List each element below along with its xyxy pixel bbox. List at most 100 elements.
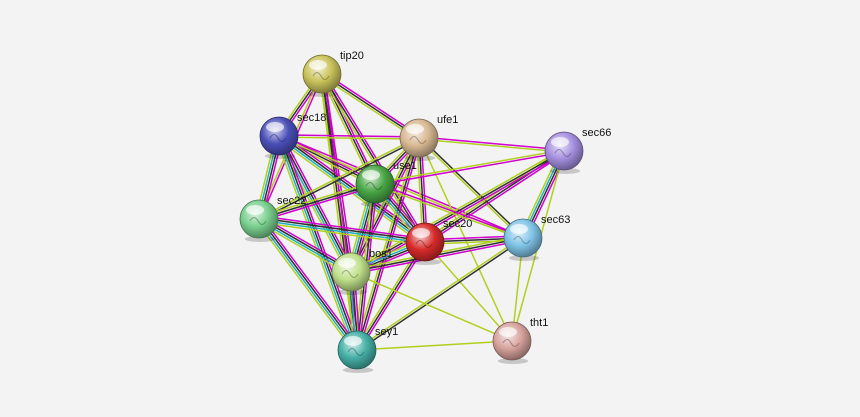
edge-sec66-use1 [374,149,565,186]
node-sec66[interactable]: sec66 [544,127,611,174]
node-label-use1: use1 [393,160,417,172]
edge-evidence-line [358,137,422,352]
edge-evidence-line [354,136,418,351]
node-shadow [336,289,368,295]
edge-use1-sec63 [373,182,525,240]
edge-sec22-sec20 [257,214,427,247]
edge-evidence-line [355,236,524,350]
structure-icon [249,217,267,225]
edge-evidence-line [259,217,359,351]
node-highlight [406,124,424,134]
node-label-bos1: bos1 [369,248,393,260]
edge-evidence-line [320,75,419,141]
node-highlight [499,327,517,337]
node-shadow [549,168,581,174]
node-highlight [266,122,284,132]
edge-evidence-line [258,217,426,242]
edge-evidence-line [258,183,376,220]
edge-sec22-sey1 [255,216,361,353]
edge-evidence-line [321,73,426,243]
node-bos1[interactable]: bos1 [331,248,393,295]
edge-evidence-line [350,271,513,342]
edge-sey1-tht1 [356,340,513,351]
edge-evidence-line [374,182,525,238]
edge-evidence-line [350,239,525,275]
structure-icon [341,270,359,278]
edge-tip20-sey1 [319,72,360,352]
node-tht1[interactable]: tht1 [492,317,548,364]
edge-evidence-line [258,185,377,222]
node-label-sec20: sec20 [443,218,472,230]
edge-evidence-line [419,136,525,238]
node-shadow [307,91,339,97]
edge-evidence-line [257,136,420,219]
edge-evidence-line [257,218,357,352]
edge-ufe1-sec63 [417,136,525,240]
edge-ufe1-sey1 [354,136,422,352]
edge-evidence-line [277,136,426,244]
edge-evidence-line [255,220,356,353]
node-shadow [404,155,436,161]
node-sec22[interactable]: sec22 [239,195,306,242]
edge-evidence-line [278,136,420,140]
edge-evidence-line [322,71,421,137]
node-highlight [510,224,528,234]
structure-icon [269,134,287,142]
edge-evidence-line [258,219,426,244]
node-sec20[interactable]: sec20 [405,218,472,265]
edge-evidence-line [350,150,565,273]
edge-ufe1-sec66 [418,136,565,153]
edge-evidence-line [354,240,424,350]
edge-evidence-line [278,134,525,238]
edge-evidence-line [425,152,566,245]
edge-evidence-line [424,241,513,342]
node-highlight [246,205,264,215]
edge-evidence-line [257,221,426,247]
node-sey1[interactable]: sey1 [337,326,398,373]
edge-evidence-line [277,135,357,352]
edge-evidence-line [278,134,420,138]
node-label-sec63: sec63 [541,214,570,226]
node-shadow [508,255,540,261]
edge-evidence-line [258,214,427,240]
node-label-sec66: sec66 [582,127,611,139]
edge-evidence-line [323,72,428,242]
edge-evidence-line [350,137,420,273]
edge-evidence-line [275,136,355,352]
edge-evidence-line [418,138,565,153]
edge-evidence-line [418,136,565,151]
node-shadow [264,153,296,159]
node-highlight [338,258,356,268]
node-layer: tip20 sec18 ufe1 sec66 use1 sec22 sec20 sec63 bo… [239,50,611,373]
structure-icon [409,136,427,144]
node-label-sec18: sec18 [297,112,326,124]
node-label-tht1: tht1 [530,317,548,329]
edge-evidence-line [356,238,525,352]
edge-bos1-tht1 [350,271,513,342]
node-shadow [360,201,392,207]
edge-evidence-line [281,134,361,350]
node-highlight [551,137,569,147]
node-sec63[interactable]: sec63 [503,214,570,261]
edge-evidence-line [279,134,359,351]
node-label-sey1: sey1 [375,326,398,338]
edge-ufe1-sec22 [257,136,421,221]
edge-evidence-line [373,184,524,240]
structure-icon [347,348,365,356]
edge-sec18-ufe1 [278,134,420,140]
edge-evidence-line [258,138,421,221]
structure-icon [502,339,520,347]
edge-evidence-line [281,133,355,272]
node-shadow [342,367,374,373]
edge-evidence-line [319,73,356,352]
node-tip20[interactable]: tip20 [302,50,364,97]
node-use1[interactable]: use1 [355,160,417,207]
edge-sec63-sey1 [355,236,525,352]
structure-icon [513,236,531,244]
node-highlight [344,336,362,346]
node-highlight [362,170,380,180]
node-ufe1[interactable]: ufe1 [399,114,458,161]
node-highlight [309,60,327,70]
node-sec18[interactable]: sec18 [259,112,326,159]
